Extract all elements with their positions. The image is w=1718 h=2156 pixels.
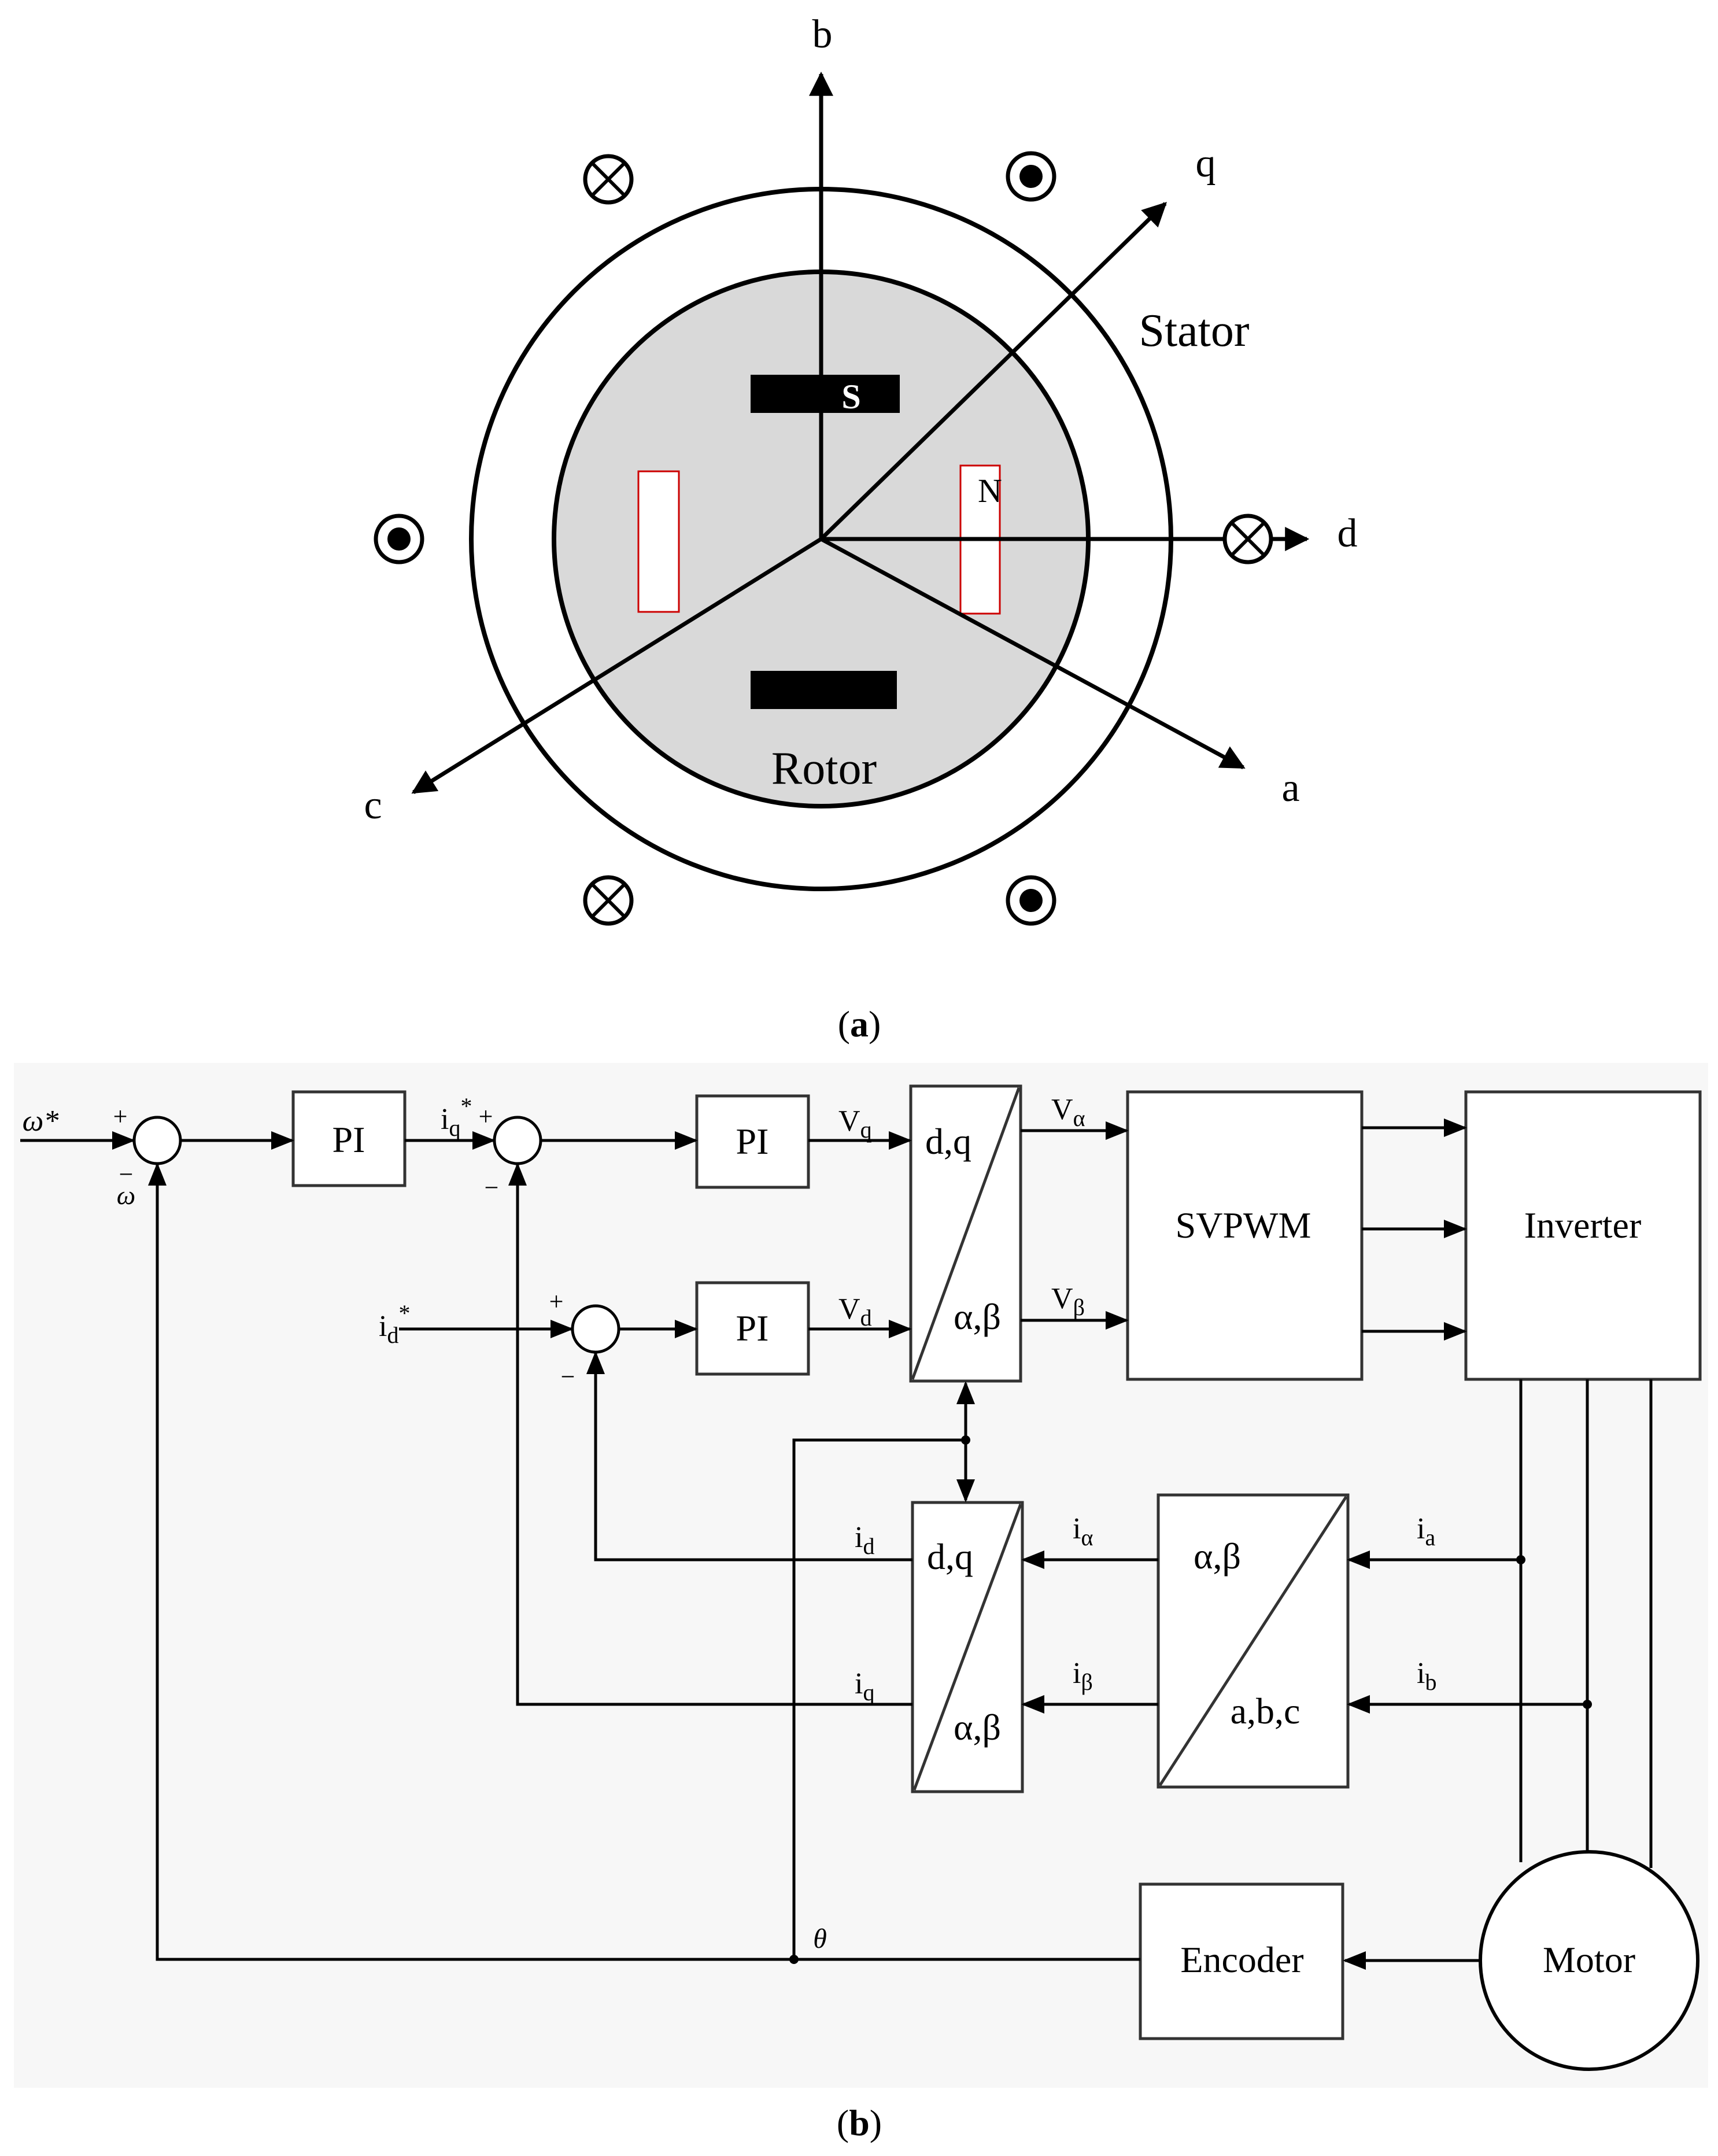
caption-a: (a) — [838, 1003, 881, 1044]
inverter-block — [1464, 1090, 1702, 1381]
caption-b: (b) — [837, 2102, 882, 2143]
ia-label: ia — [1417, 1512, 1435, 1550]
ib-label: ib — [1417, 1657, 1436, 1695]
q-axis — [819, 202, 1167, 541]
wire-speed-feedback — [148, 1162, 1140, 1961]
inv-park-dq-label: d,q — [925, 1121, 971, 1162]
conductor-dot-icon — [1006, 151, 1056, 202]
encoder-block — [1139, 1882, 1344, 2040]
magnet-left — [637, 470, 680, 613]
axis-label-a: a — [1281, 766, 1299, 810]
vbeta-label: Vβ — [1051, 1282, 1085, 1320]
motor-label: Motor — [1543, 1939, 1635, 1980]
c-axis — [411, 537, 822, 794]
clarke-ab-label: α,β — [1194, 1535, 1241, 1577]
sum-junction-iq — [493, 1116, 542, 1165]
encoder-label: Encoder — [1180, 1939, 1303, 1980]
wire-iq-feedback — [508, 1162, 912, 1706]
omega-ref-label: ω* — [23, 1105, 59, 1138]
stator-label: Stator — [1139, 305, 1249, 356]
conductor-cross-icon — [1222, 514, 1273, 564]
sum-junction-speed — [132, 1116, 182, 1165]
pi-speed-block — [291, 1090, 407, 1187]
inv-park-ab-label: α,β — [954, 1296, 1001, 1337]
pole-s-label: S — [841, 378, 860, 416]
ialpha-label: iα — [1073, 1512, 1093, 1550]
wire-theta-branch — [792, 1438, 966, 1959]
block-diagram-background — [14, 1063, 1708, 2088]
sign-minus-id: − — [561, 1363, 575, 1391]
vq-label: Vq — [838, 1105, 872, 1143]
sign-minus-iq: − — [485, 1173, 499, 1202]
iq-feedback-label: iq — [855, 1667, 874, 1705]
conductor-cross-icon — [583, 154, 634, 205]
axis-label-c: c — [364, 783, 382, 828]
rotor-label: Rotor — [771, 743, 877, 794]
park-ab-label: α,β — [954, 1707, 1001, 1748]
magnet-s-pole — [751, 375, 900, 413]
figure-a-motor-cross-section: b q d a c Stator Rotor S N (a) — [364, 12, 1357, 1044]
pi-id-label: PI — [736, 1308, 769, 1349]
wire-id-feedback — [586, 1351, 912, 1561]
figure-b-foc-block-diagram: PI PI PI d,q α,β SVPWM Inverter d,q α,β … — [14, 1063, 1708, 2143]
theta-label: θ — [813, 1924, 827, 1954]
inverter-label: Inverter — [1524, 1205, 1642, 1246]
conductor-dot-icon — [1006, 875, 1056, 926]
id-ref-label: id* — [379, 1300, 410, 1348]
pi-speed-label: PI — [332, 1119, 365, 1160]
sign-minus-speed: − — [119, 1160, 134, 1188]
svpwm-block — [1126, 1090, 1364, 1381]
conductor-dot-icon — [374, 514, 424, 564]
valpha-label: Vα — [1051, 1093, 1085, 1131]
sign-plus-speed: + — [113, 1102, 128, 1131]
park-dq-label: d,q — [927, 1536, 973, 1577]
pi-iq-label: PI — [736, 1121, 769, 1162]
ibeta-label: iβ — [1073, 1657, 1093, 1695]
vd-label: Vd — [838, 1293, 872, 1331]
sign-plus-iq: + — [479, 1102, 493, 1131]
clarke-abc-label: a,b,c — [1231, 1690, 1300, 1732]
sign-plus-id: + — [549, 1287, 564, 1316]
svpwm-label: SVPWM — [1176, 1205, 1311, 1246]
axis-label-b: b — [812, 12, 833, 57]
axis-label-q: q — [1196, 141, 1216, 186]
iq-ref-label: iq* — [441, 1093, 472, 1141]
id-feedback-label: id — [855, 1521, 874, 1559]
pi-id-block — [695, 1281, 810, 1376]
magnet-bottom — [751, 671, 897, 709]
a-axis — [820, 537, 1246, 770]
axis-label-d: d — [1338, 511, 1358, 556]
pole-n-label: N — [978, 472, 1002, 510]
sum-junction-id — [571, 1304, 620, 1354]
omega-label: ω — [117, 1180, 135, 1210]
conductor-cross-icon — [583, 875, 634, 926]
